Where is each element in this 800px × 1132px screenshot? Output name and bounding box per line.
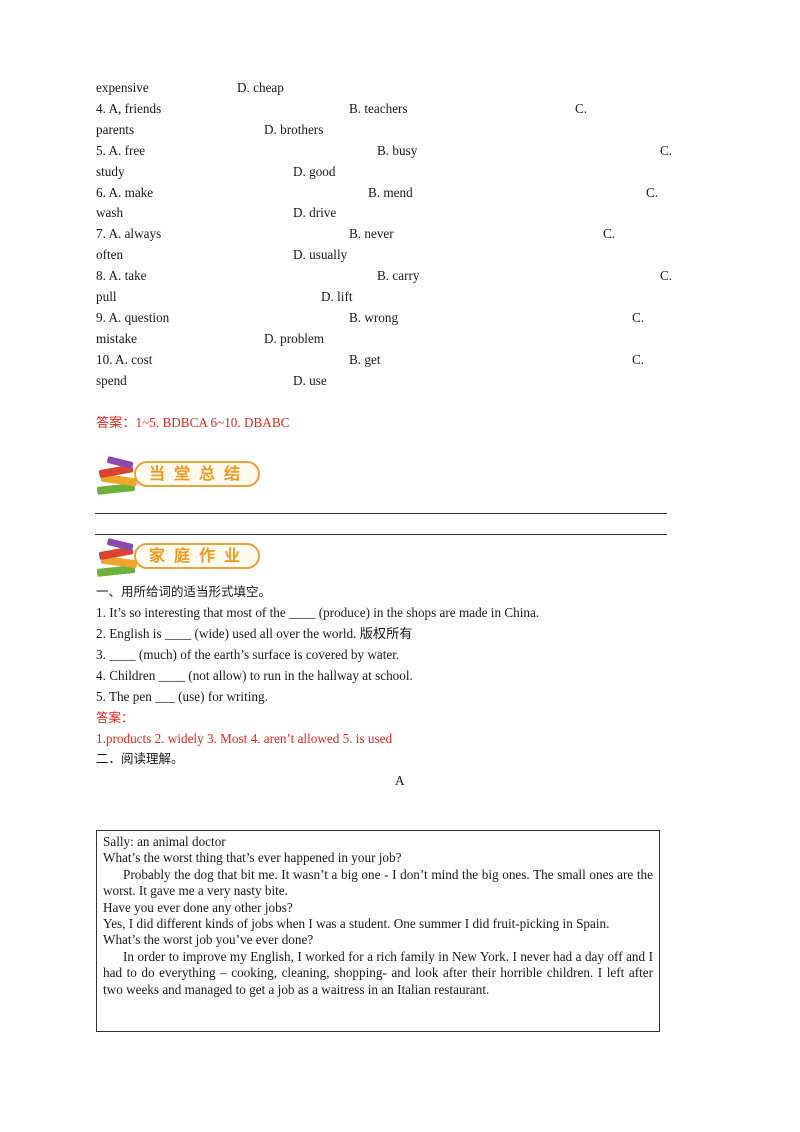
option-text: spend — [96, 372, 127, 388]
answer-line-2 — [95, 534, 667, 535]
option-text: B. teachers — [349, 100, 408, 116]
fill-in-item: 1. It’s so interesting that most of the … — [96, 605, 540, 620]
passage-paragraph: In order to improve my English, I worked… — [103, 948, 653, 997]
passage-paragraph: What’s the worst thing that’s ever happe… — [103, 850, 402, 866]
option-text: wash — [96, 205, 124, 221]
fill-in-item: 3. ____ (much) of the earth’s surface is… — [96, 646, 400, 662]
option-text: C. — [603, 226, 616, 242]
option-text: C. — [632, 351, 645, 367]
option-text: often — [96, 247, 124, 263]
option-text: 7. A. always — [96, 226, 162, 242]
section-banner-homework: 家庭作业 — [95, 538, 265, 580]
section-title-fill-in: 一、用所给词的适当形式填空。 — [96, 584, 272, 599]
option-text: D. usually — [293, 247, 348, 263]
option-text: parents — [96, 121, 135, 137]
option-text: D. good — [293, 163, 336, 179]
option-text: C. — [632, 309, 645, 325]
option-text: 5. A. free — [96, 142, 146, 158]
option-text: D. brothers — [264, 121, 324, 137]
option-text: C. — [660, 142, 673, 158]
passage-paragraph: Yes, I did different kinds of jobs when … — [103, 916, 610, 932]
option-text: expensive — [96, 80, 149, 95]
option-text: 4. A, friends — [96, 100, 162, 116]
answer-key-fill-in: 1.products 2. widely 3. Most 4. aren’t a… — [96, 731, 393, 746]
option-text: D. problem — [264, 330, 325, 346]
option-text: B. get — [349, 351, 381, 367]
passage-paragraph: What’s the worst job you’ve ever done? — [103, 932, 314, 948]
option-text: B. carry — [377, 268, 420, 284]
option-text: 10. A. cost — [96, 351, 153, 367]
passage-paragraph: Sally: an animal doctor — [103, 834, 226, 849]
option-text: 9. A. question — [96, 309, 170, 325]
banner-title-homework: 家庭作业 — [149, 546, 250, 565]
section-title-reading: 二．阅读理解。 — [96, 751, 184, 766]
section-banner-summary: 当堂总结 — [95, 456, 265, 498]
answer-label: 答案： — [96, 710, 134, 725]
option-text: B. wrong — [349, 309, 399, 325]
fill-in-item: 4. Children ____ (not allow) to run in t… — [96, 667, 413, 683]
banner-title-summary: 当堂总结 — [149, 464, 250, 483]
passage-paragraph: Probably the dog that bit me. It wasn’t … — [103, 866, 653, 899]
books-icon — [96, 456, 260, 495]
option-text: study — [96, 163, 125, 179]
fill-in-item: 5. The pen ___ (use) for writing. — [96, 688, 268, 704]
answer-key-cloze: 答案：1~5. BDBCA 6~10. DBABC — [96, 415, 290, 430]
books-icon — [96, 538, 260, 577]
option-text: mistake — [96, 330, 138, 346]
option-text: B. mend — [368, 184, 413, 200]
option-text: C. — [575, 100, 588, 116]
passage-label: A — [395, 773, 405, 788]
option-text: D. lift — [321, 289, 353, 304]
option-text: pull — [96, 289, 117, 304]
option-text: D. cheap — [237, 80, 284, 95]
passage-paragraph: Have you ever done any other jobs? — [103, 899, 293, 915]
option-text: C. — [646, 184, 659, 200]
option-text: 8. A. take — [96, 268, 147, 284]
option-text: B. never — [349, 226, 394, 242]
answer-line-1 — [95, 513, 667, 514]
option-text: 6. A. make — [96, 184, 154, 200]
fill-in-item: 2. English is ____ (wide) used all over … — [96, 625, 413, 641]
option-text: D. use — [293, 372, 327, 388]
option-text: D. drive — [293, 205, 337, 221]
option-text: C. — [660, 268, 673, 284]
option-text: B. busy — [377, 142, 418, 158]
